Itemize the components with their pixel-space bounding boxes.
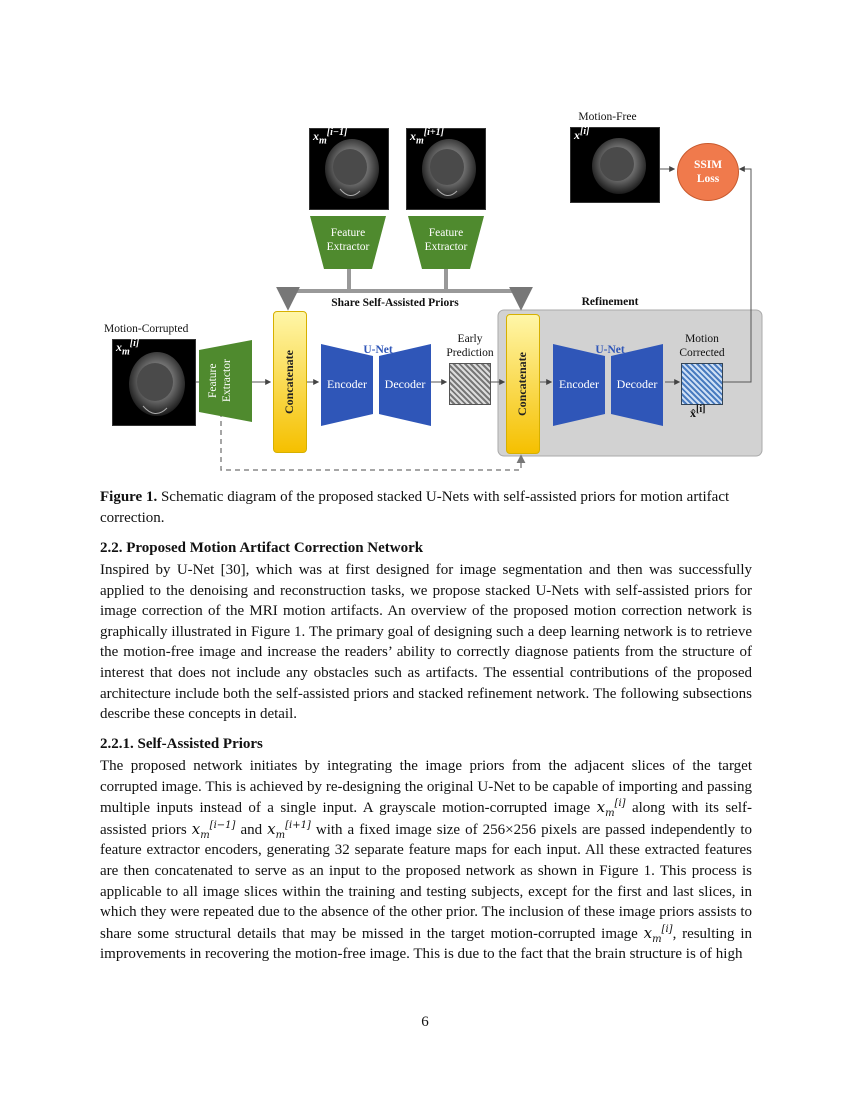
unet-label-2: U-Net	[595, 344, 625, 356]
mri-prior-previous	[309, 128, 389, 210]
label-x-free: x[i]	[574, 126, 590, 143]
concatenate-label-2: Concatenate	[515, 352, 529, 416]
math-x-current: xm[i]	[596, 798, 626, 820]
mri-prior-next	[406, 128, 486, 210]
math-x-next: xm[i+1]	[267, 819, 311, 841]
encoder-label-2: Encoder	[559, 376, 599, 391]
early-prediction-label: Early Prediction	[446, 333, 494, 359]
label-x-prev: xm[i−1]	[313, 127, 348, 147]
feature-extractor-left	[199, 340, 252, 422]
ssim-loss-node: SSIM Loss	[677, 143, 739, 201]
label-x-next: xm[i+1]	[410, 127, 444, 147]
section-heading-2-2-1: 2.2.1. Self-Assisted Priors	[100, 736, 263, 752]
motion-corrected-label: Motion Corrected	[679, 333, 725, 359]
concatenate-label-1: Concatenate	[282, 350, 296, 414]
decoder-label-1: Decoder	[384, 376, 426, 391]
ssim-loss-label: SSIM Loss	[693, 159, 723, 185]
feature-extractor-left-label: Feature Extractor	[207, 359, 233, 403]
caption-label: Figure 1.	[100, 489, 158, 505]
decoder-label-2: Decoder	[616, 376, 658, 391]
feature-extractor-top-left	[310, 216, 386, 269]
share-priors-label: Share Self-Assisted Priors	[331, 297, 459, 309]
feature-extractor-top-right	[408, 216, 484, 269]
early-prediction-map	[449, 363, 491, 405]
motion-corrupted-label: Motion-Corrupted	[104, 323, 189, 335]
feature-extractor-top-right-label: Feature Extractor	[424, 227, 468, 253]
section-heading-2-2: 2.2. Proposed Motion Artifact Correction…	[100, 540, 424, 556]
section-2-2-1-paragraph: The proposed network initiates by integr…	[100, 758, 752, 963]
concatenate-block-1	[273, 311, 307, 453]
mri-motion-free	[570, 127, 660, 203]
math-x-current-2: xm[i]	[643, 923, 673, 945]
encoder-label-1: Encoder	[327, 376, 367, 391]
motion-corrected-map	[681, 363, 723, 405]
concatenate-block-2	[506, 314, 540, 454]
unet-shape-1	[321, 344, 431, 426]
motion-free-label: Motion-Free	[578, 111, 637, 123]
page-number: 6	[421, 1014, 429, 1030]
refinement-label: Refinement	[581, 296, 639, 308]
figure-caption: Figure 1. Schematic diagram of the propo…	[100, 487, 752, 529]
section-2-2-paragraph: Inspired by U-Net [30], which was at fir…	[100, 562, 752, 723]
math-x-prev: xm[i−1]	[191, 819, 236, 841]
label-x-hat: x̂[i]	[690, 404, 706, 421]
unet-shape-2	[553, 344, 663, 426]
label-x-current: xm[i]	[116, 338, 140, 358]
caption-text: Schematic diagram of the proposed stacke…	[100, 489, 730, 526]
mri-motion-corrupted	[112, 339, 196, 426]
unet-label-1: U-Net	[363, 344, 393, 356]
feature-extractor-top-left-label: Feature Extractor	[326, 227, 370, 253]
